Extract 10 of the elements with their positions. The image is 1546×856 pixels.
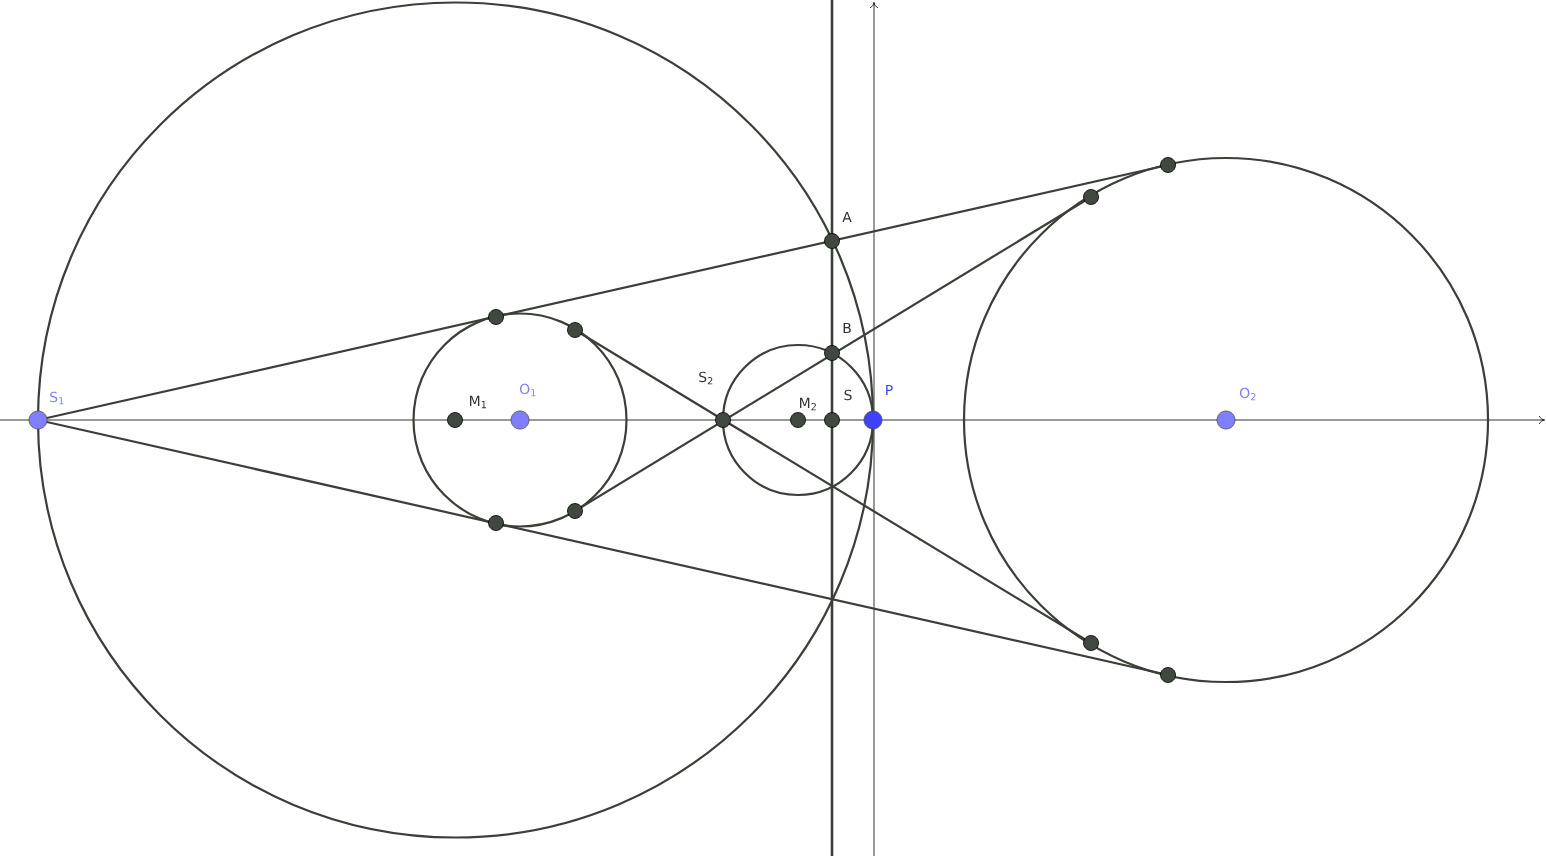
point-label: S$_{1}$: [50, 391, 64, 405]
point-label: M$_{2}$: [800, 397, 816, 411]
point-label: P: [886, 384, 893, 396]
point-label: S$_{2}$: [699, 371, 713, 385]
point-label: A: [842, 211, 852, 223]
point-label: O$_{1}$: [519, 383, 536, 397]
point-label: M$_{1}$: [470, 395, 486, 409]
point-label: O$_{2}$: [1239, 387, 1256, 401]
point-label: B: [843, 322, 851, 334]
point-label: S: [844, 389, 852, 401]
